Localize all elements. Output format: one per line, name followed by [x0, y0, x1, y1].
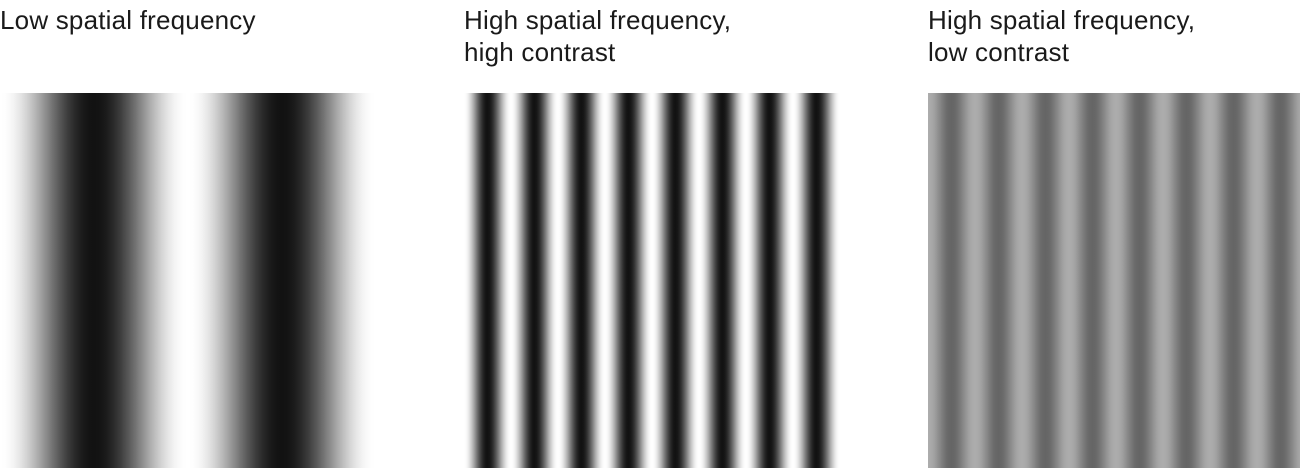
panel-high-frequency-high-contrast: High spatial frequency, high contrast	[464, 0, 840, 468]
panel-high-frequency-low-contrast: High spatial frequency, low contrast	[928, 0, 1300, 468]
grating-fill	[928, 93, 1300, 468]
panel-title-line: High spatial frequency,	[928, 5, 1196, 35]
grating-fill	[464, 93, 840, 468]
sine-grating-low-contrast	[928, 93, 1300, 468]
panel-low-frequency: Low spatial frequency	[0, 0, 376, 468]
panel-title: Low spatial frequency	[0, 4, 376, 36]
sine-grating-low-frequency	[0, 93, 376, 468]
sine-grating-high-contrast	[464, 93, 840, 468]
panel-title-line: High spatial frequency,	[464, 5, 732, 35]
panel-title-line: low contrast	[928, 37, 1070, 67]
panel-title-line: Low spatial frequency	[0, 5, 256, 35]
grating-fill	[0, 93, 376, 468]
panel-title: High spatial frequency, high contrast	[464, 4, 840, 68]
panel-title: High spatial frequency, low contrast	[928, 4, 1300, 68]
panel-title-line: high contrast	[464, 37, 616, 67]
